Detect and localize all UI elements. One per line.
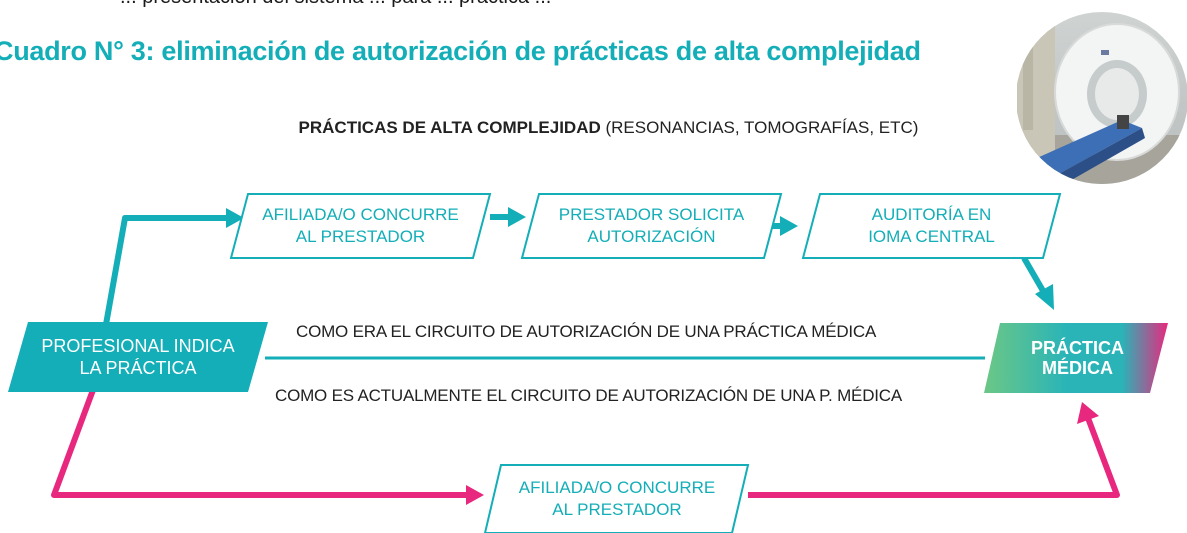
label-profesional-l2: LA PRÁCTICA — [79, 358, 197, 378]
box-afiliada-top — [229, 193, 492, 259]
label-profesional-l1: PROFESIONAL INDICA — [41, 336, 235, 356]
flow-arrow-magenta-2 — [748, 416, 1120, 498]
label-practica-medica: PRÁCTICA MÉDICA — [995, 323, 1160, 393]
label-practica-l2: MÉDICA — [1042, 358, 1113, 378]
label-afiliada-bottom: AFILIADA/O CONCURRE AL PRESTADOR — [492, 469, 742, 529]
diagram-subtitle: PRÁCTICAS DE ALTA COMPLEJIDAD (RESONANCI… — [0, 118, 1187, 138]
box-auditoria — [801, 193, 1062, 259]
label-afiliada-bottom-l2: AL PRESTADOR — [552, 500, 682, 519]
box-practica-medica — [984, 323, 1168, 393]
label-afiliada-top-l2: AL PRESTADOR — [295, 227, 426, 246]
box-prestador — [520, 193, 783, 259]
box-afiliada-bottom — [483, 464, 750, 533]
arrowhead-teal-3 — [780, 216, 798, 236]
page-title: Cuadro N° 3: eliminación de autorización… — [0, 36, 921, 66]
ct-scanner-photo — [1017, 12, 1187, 184]
legend-before-text: COMO ERA EL CIRCUITO DE AUTORIZACIÓN DE … — [296, 322, 877, 341]
subtitle-bold: PRÁCTICAS DE ALTA COMPLEJIDAD — [298, 118, 601, 137]
flow-arrow-magenta — [51, 388, 468, 498]
flow-arrow-teal-down — [1021, 256, 1049, 298]
top-clipped-text: ... presentación del sistema ... para ..… — [0, 0, 1187, 9]
box-profesional — [8, 322, 268, 392]
label-profesional: PROFESIONAL INDICA LA PRÁCTICA — [18, 322, 258, 392]
legend-now-text: COMO ES ACTUALMENTE EL CIRCUITO DE AUTOR… — [275, 386, 903, 405]
label-prestador-l2: AUTORIZACIÓN — [587, 227, 716, 246]
arrowhead-teal-1 — [226, 208, 244, 228]
subtitle-normal: (RESONANCIAS, TOMOGRAFÍAS, ETC) — [600, 118, 919, 137]
arrowhead-teal-4 — [1035, 284, 1054, 310]
label-afiliada-top-l1: AFILIADA/O CONCURRE — [262, 205, 459, 224]
arrowhead-magenta-2 — [1077, 402, 1099, 424]
label-prestador: PRESTADOR SOLICITA AUTORIZACIÓN — [529, 198, 774, 254]
arrowhead-teal-2 — [508, 207, 526, 227]
label-afiliada-bottom-l1: AFILIADA/O CONCURRE — [518, 478, 716, 497]
label-afiliada-top: AFILIADA/O CONCURRE AL PRESTADOR — [238, 198, 483, 254]
label-auditoria: AUDITORÍA EN IOMA CENTRAL — [810, 198, 1053, 254]
label-auditoria-l1: AUDITORÍA EN — [871, 205, 992, 224]
label-prestador-l1: PRESTADOR SOLICITA — [558, 205, 745, 224]
arrowhead-magenta-1 — [466, 485, 484, 505]
flow-arrow-teal-up — [102, 215, 232, 331]
label-practica-l1: PRÁCTICA — [1031, 338, 1124, 358]
label-auditoria-l2: IOMA CENTRAL — [868, 227, 995, 246]
